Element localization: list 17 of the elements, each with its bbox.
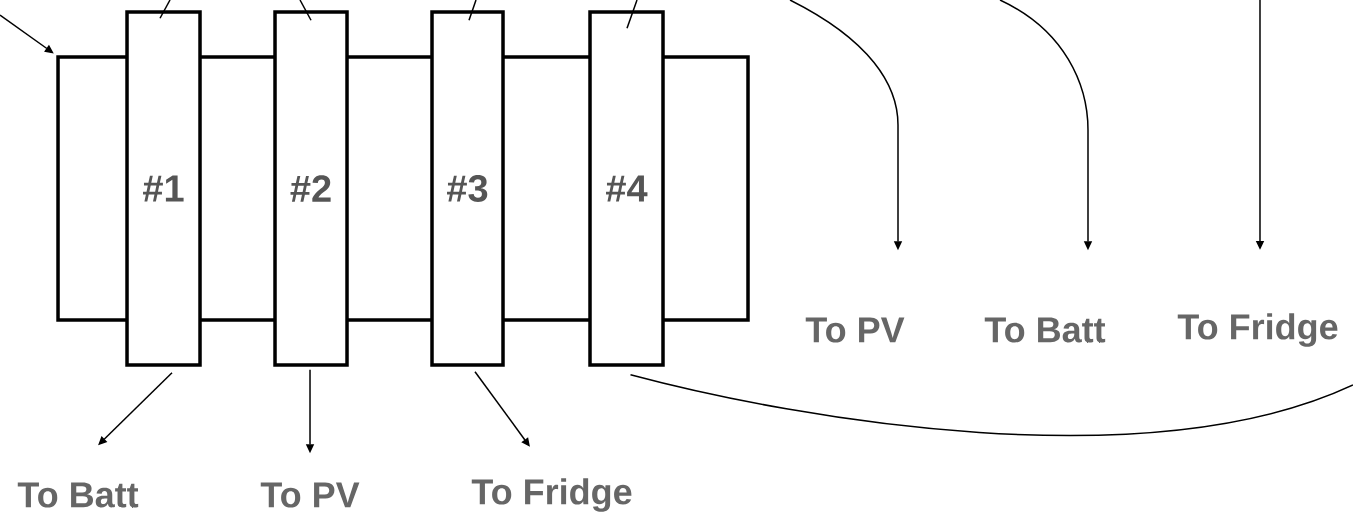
strip-box: #1 (125, 10, 202, 367)
connector-line (159, 0, 171, 19)
destination-label: To Batt (17, 482, 139, 508)
arrow (0, 14, 54, 54)
destination-label: To PV (805, 317, 905, 343)
destination-label: To Batt (984, 317, 1106, 343)
arrow (474, 371, 530, 447)
destination-label: To PV (260, 482, 360, 508)
connector-line (468, 0, 477, 21)
strip-box: #3 (430, 10, 505, 367)
destination-label: To Fridge (471, 478, 632, 512)
strip-box: #4 (588, 10, 665, 367)
connector-line (299, 0, 312, 21)
connector-line (626, 0, 638, 29)
connector-line (629, 374, 1353, 437)
destination-label: To Fridge (1177, 313, 1338, 347)
strip-box: #2 (273, 10, 349, 367)
